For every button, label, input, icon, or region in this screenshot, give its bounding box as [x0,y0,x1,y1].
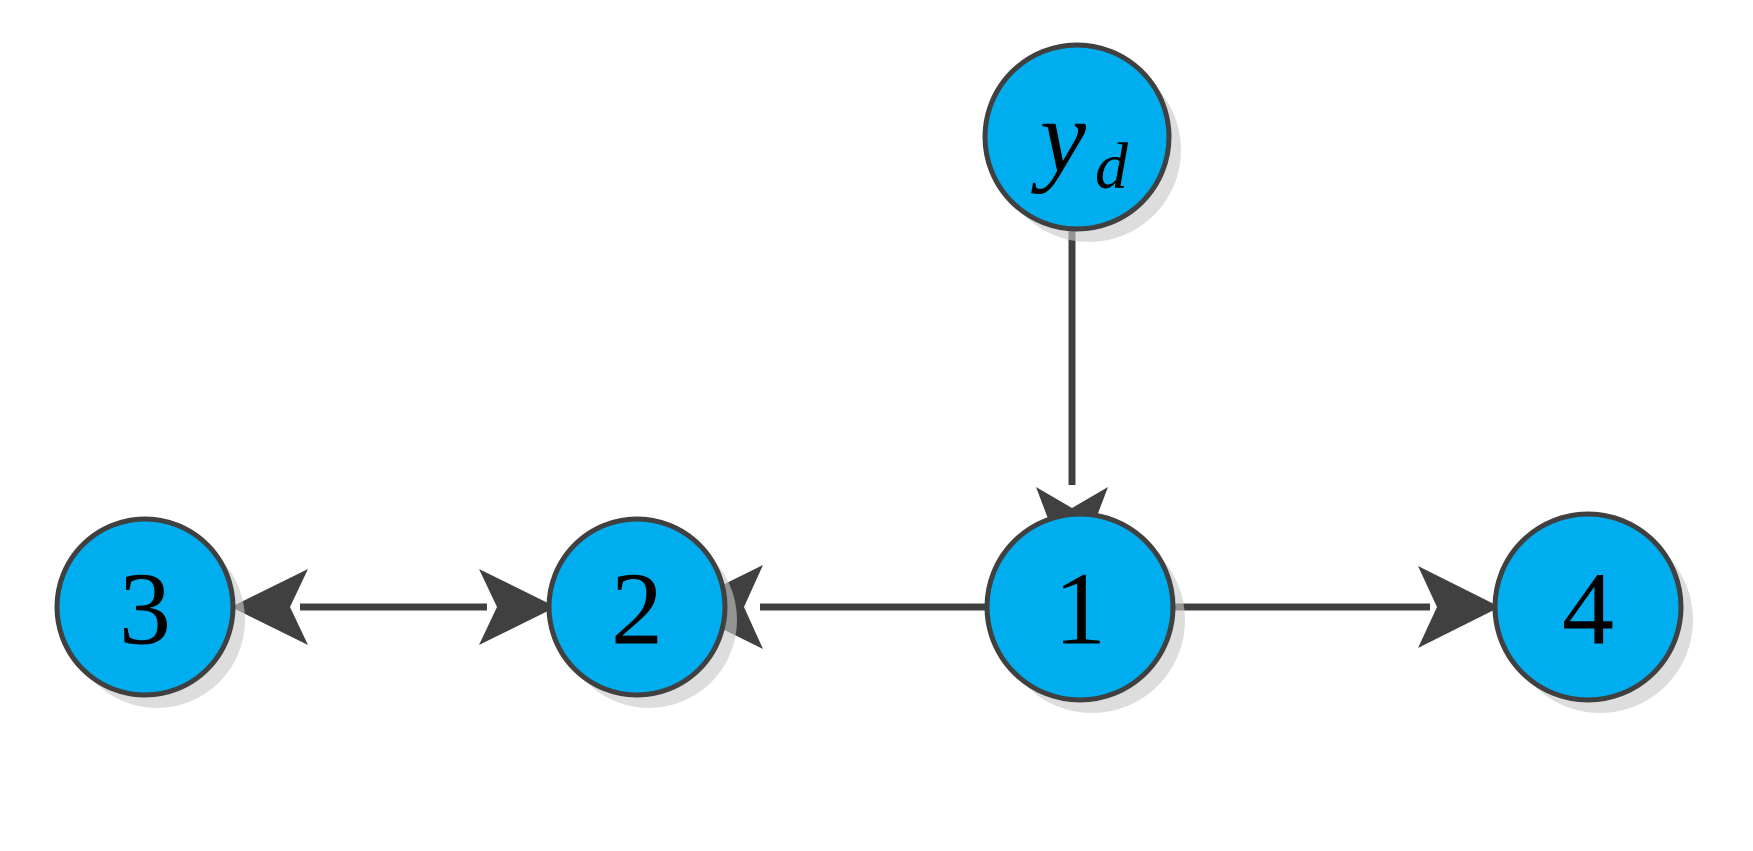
node-4[interactable]: 4 [1492,511,1684,703]
edge-1-to-4[interactable] [1172,566,1500,648]
node-3-label: 3 [119,552,171,667]
node-yd-label-subscript: d [1095,130,1129,203]
node-3-circle[interactable] [54,516,236,698]
node-yd-label: y [1031,80,1087,195]
nodes-layer: y d 3 2 1 4 [54,42,1684,703]
edges-layer [231,231,1500,649]
edge-3-to-2[interactable] [231,569,556,645]
edge-1-to-4-arrowhead-right [1418,566,1500,648]
node-yd-circle[interactable] [982,42,1172,232]
node-1-label: 1 [1054,552,1106,667]
node-4-label: 4 [1562,552,1614,667]
node-2[interactable]: 2 [546,516,728,698]
edge-3-to-2-arrowhead-right [479,569,556,645]
node-yd[interactable]: y d [982,42,1172,232]
node-1-circle[interactable] [984,511,1176,703]
node-2-circle[interactable] [546,516,728,698]
node-2-label: 2 [611,552,663,667]
edge-3-to-2-arrowhead-left [231,569,308,645]
node-3[interactable]: 3 [54,516,236,698]
node-1[interactable]: 1 [984,511,1176,703]
node-4-circle[interactable] [1492,511,1684,703]
